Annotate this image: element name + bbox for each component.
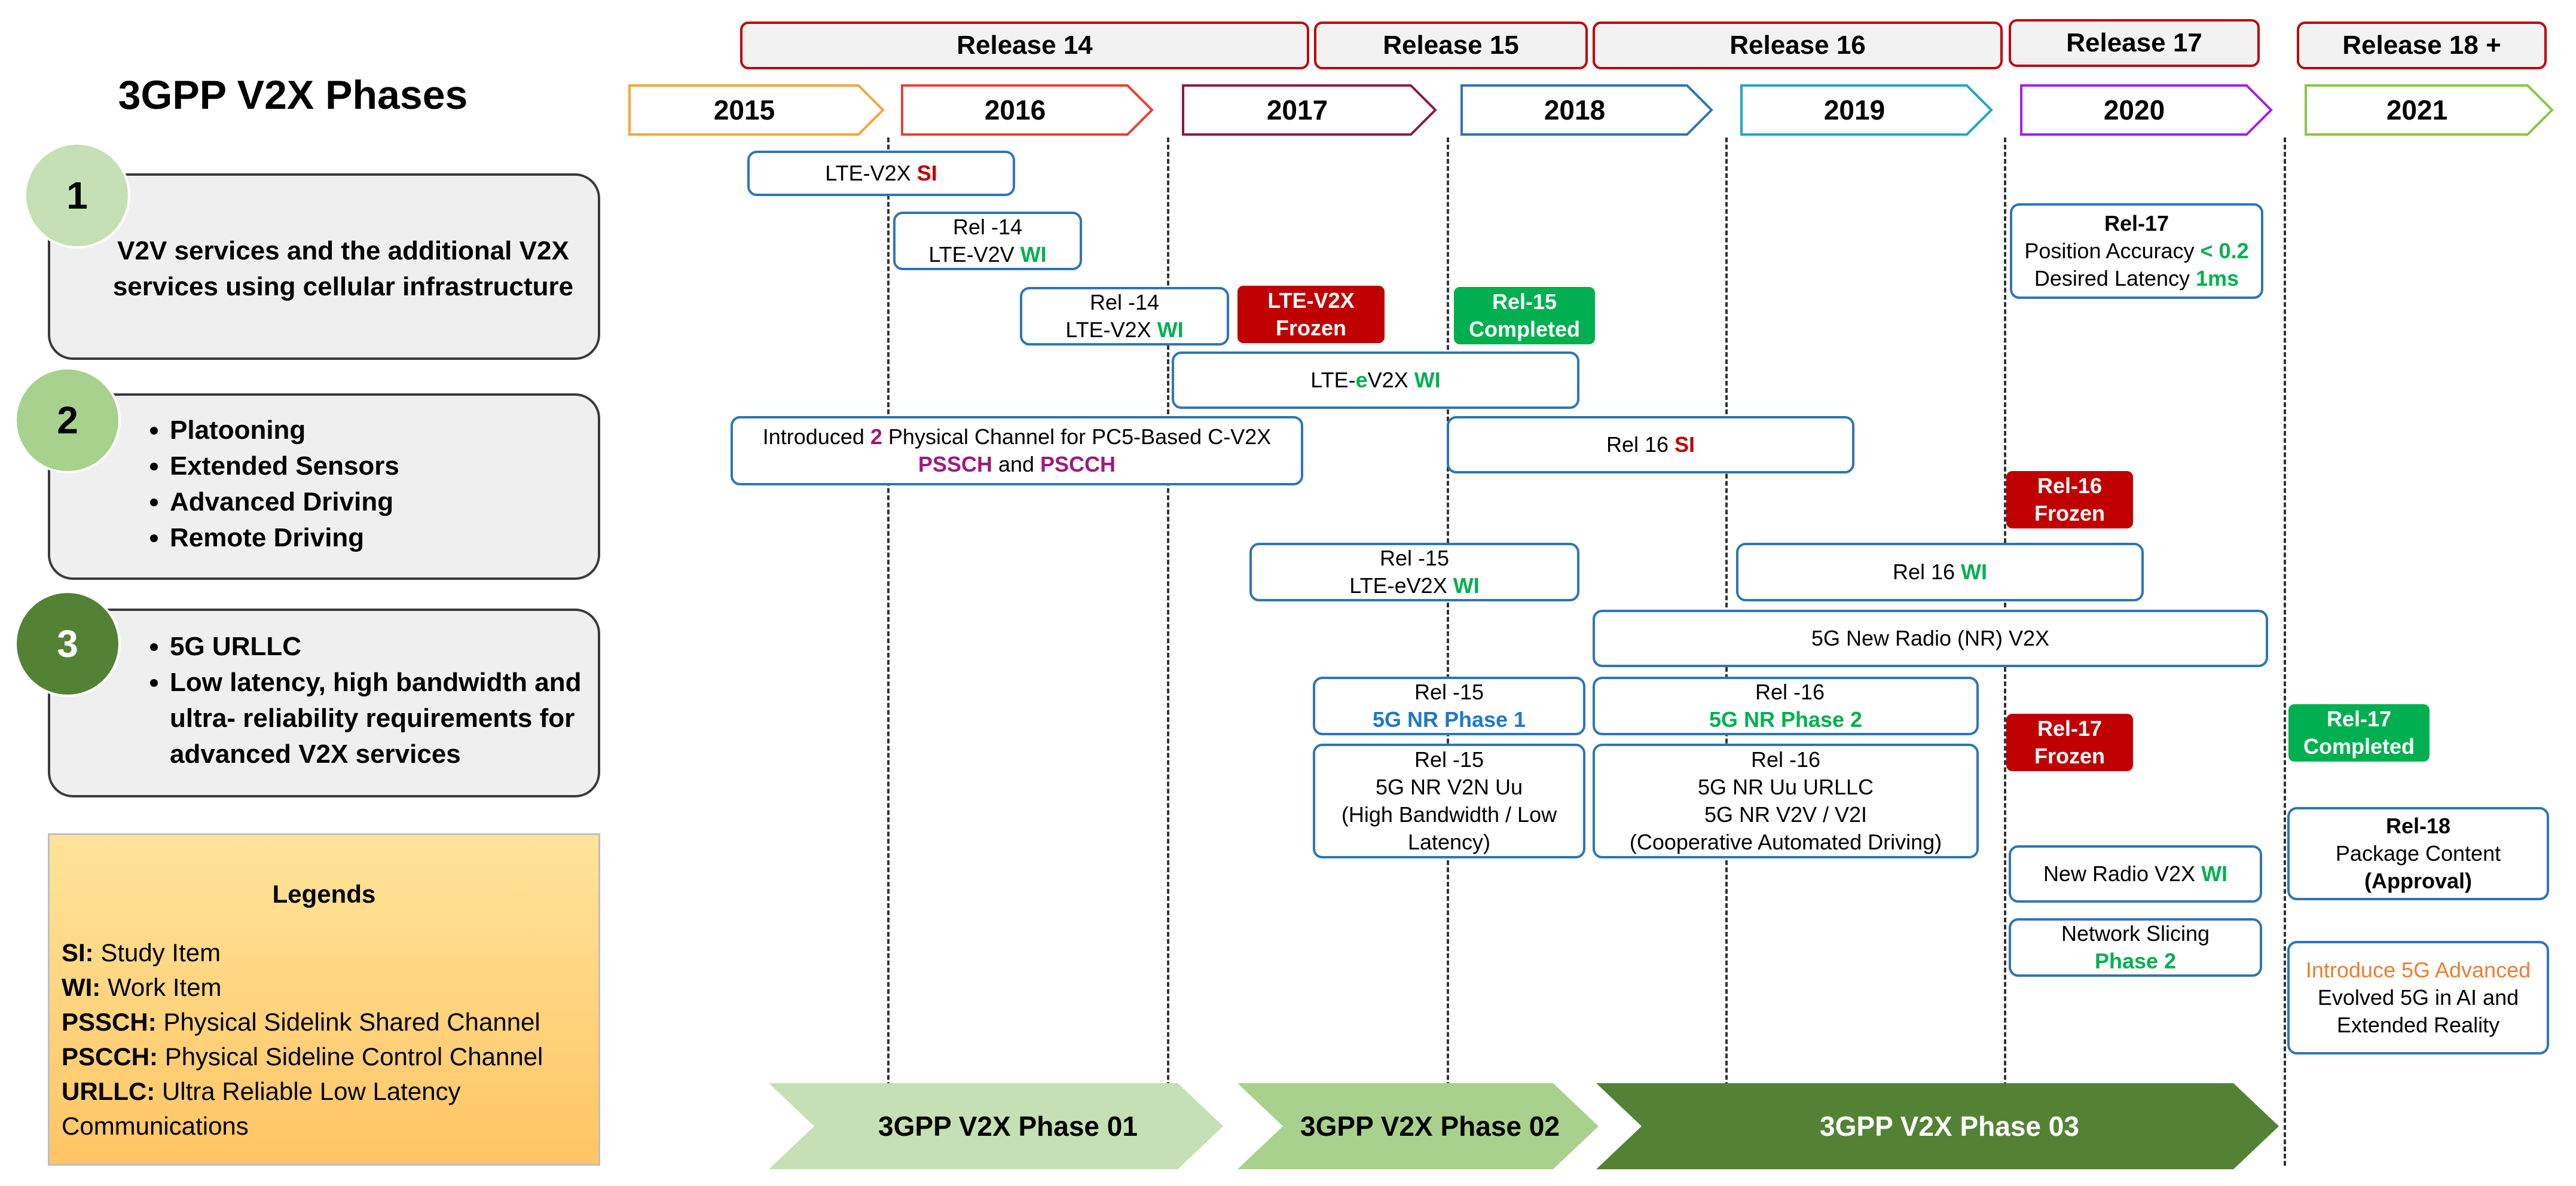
event-rel15-nr-phase1: Rel -15 5G NR Phase 1 [1313, 677, 1585, 735]
phase-2-item: Advanced Driving [170, 484, 399, 520]
legend-entry: PSSCH: Physical Sidelink Shared Channel [62, 1008, 540, 1036]
phase-3-number: 3 [14, 591, 121, 697]
phase-label: 3GPP V2X Phase 01 [878, 1111, 1138, 1142]
arrow-shape [901, 84, 1154, 136]
event-rel15-completed: Rel-15 Completed [1454, 287, 1595, 344]
release-17-header: Release 17 [2009, 19, 2260, 67]
phase-1-number: 1 [24, 142, 130, 249]
event-pc5-physical-channels: Introduced 2 Physical Channel for PC5-Ba… [731, 416, 1303, 485]
year-2019-arrow: 2019 [1740, 84, 1993, 136]
phase-1-box: V2V services and the additional V2X serv… [48, 173, 600, 360]
legend-entry: PSCCH: Physical Sideline Control Channel [62, 1043, 543, 1071]
year-label: 2017 [1266, 94, 1328, 126]
year-2020-arrow: 2020 [2019, 84, 2273, 136]
chevron-shape [1596, 1083, 2279, 1169]
phase-3-item: 5G URLLC [170, 629, 624, 665]
arrow-shape [628, 84, 885, 136]
arrow-shape [1182, 84, 1437, 136]
phase-label: 3GPP V2X Phase 03 [1820, 1111, 2079, 1142]
phase-2-item: Remote Driving [170, 520, 399, 556]
arrow-shape [1460, 84, 1713, 136]
arrow-shape [2305, 84, 2554, 136]
year-label: 2018 [1544, 94, 1606, 126]
year-label: 2019 [1823, 94, 1886, 126]
event-network-slicing-phase2: Network Slicing Phase 2 [2009, 918, 2262, 977]
year-2016-arrow: 2016 [900, 84, 1154, 136]
event-rel17-position-accuracy: Rel-17 Position Accuracy < 0.2 Desired L… [2010, 203, 2263, 299]
phase-2-item: Platooning [170, 412, 399, 448]
event-rel15-lte-ev2x-wi: Rel -15 LTE-eV2X WI [1249, 543, 1579, 601]
year-2021-arrow: 2021 [2304, 84, 2554, 136]
column-divider [887, 137, 890, 1166]
column-divider [1167, 137, 1169, 1166]
chevron-shape [1237, 1083, 1599, 1169]
column-divider [1447, 137, 1449, 1166]
event-rel16-nr-uu-urllc: Rel -16 5G NR Uu URLLC 5G NR V2V / V2I (… [1593, 744, 1979, 858]
phase-1-text: V2V services and the additional V2X serv… [112, 236, 574, 301]
chevron-shape [769, 1083, 1223, 1169]
phase-3-item: Low latency, high bandwidth and ultra- r… [170, 665, 624, 772]
phase-3-box: 5G URLLC Low latency, high bandwidth and… [48, 609, 600, 797]
event-lte-ev2x-wi: LTE-eV2X WI [1172, 351, 1579, 409]
legend-entry: SI: Study Item [62, 939, 221, 967]
event-rel14-lte-v2x-wi: Rel -14 LTE-V2X WI [1020, 287, 1229, 346]
year-2017-arrow: 2017 [1181, 84, 1437, 136]
legend-entry: URLLC: Ultra Reliable Low Latency Commun… [62, 1077, 461, 1140]
year-2015-arrow: 2015 [628, 84, 885, 136]
phase-2-number: 2 [14, 367, 121, 473]
event-5g-advanced: Introduce 5G Advanced Evolved 5G in AI a… [2287, 941, 2549, 1054]
page-title: 3GPP V2X Phases [118, 72, 468, 118]
phase-01-chevron: 3GPP V2X Phase 01 [769, 1083, 1223, 1169]
arrow-shape [1740, 84, 1993, 136]
event-lte-v2x-frozen: LTE-V2X Frozen [1237, 286, 1385, 343]
arrow-shape [2020, 84, 2273, 136]
event-rel16-si: Rel 16 SI [1447, 416, 1854, 473]
event-rel17-frozen: Rel-17 Frozen [2006, 714, 2133, 771]
year-label: 2020 [2103, 94, 2165, 126]
phase-2-box: Platooning Extended Sensors Advanced Dri… [48, 393, 600, 580]
phase-label: 3GPP V2X Phase 02 [1300, 1111, 1560, 1142]
year-label: 2016 [984, 94, 1046, 126]
release-15-header: Release 15 [1314, 22, 1588, 69]
event-rel15-nr-v2n-uu: Rel -15 5G NR V2N Uu (High Bandwidth / L… [1313, 744, 1585, 858]
event-5g-nr-v2x: 5G New Radio (NR) V2X [1593, 610, 2268, 667]
year-label: 2015 [713, 94, 775, 126]
event-rel14-lte-v2v-wi: Rel -14 LTE-V2V WI [893, 212, 1082, 270]
legend-entry: WI: Work Item [62, 973, 222, 1001]
column-divider [2284, 137, 2286, 1166]
release-16-header: Release 16 [1593, 22, 2003, 69]
event-new-radio-v2x-wi: New Radio V2X WI [2009, 845, 2262, 903]
phase-02-chevron: 3GPP V2X Phase 02 [1237, 1083, 1599, 1169]
event-rel16-nr-phase2: Rel -16 5G NR Phase 2 [1593, 677, 1979, 735]
event-lte-v2x-si: LTE-V2X SI [747, 151, 1015, 196]
release-14-header: Release 14 [740, 22, 1309, 69]
event-rel17-completed: Rel-17 Completed [2288, 704, 2430, 762]
legend-box: Legends SI: Study Item WI: Work Item PSS… [48, 833, 600, 1166]
event-rel16-wi: Rel 16 WI [1736, 543, 2144, 601]
year-label: 2021 [2386, 94, 2448, 126]
event-rel16-frozen: Rel-16 Frozen [2006, 471, 2133, 528]
legend-title: Legends [272, 880, 376, 908]
year-2018-arrow: 2018 [1460, 84, 1713, 136]
event-rel18-package-content: Rel-18 Package Content (Approval) [2287, 807, 2549, 900]
phase-2-item: Extended Sensors [170, 448, 399, 484]
phase-03-chevron: 3GPP V2X Phase 03 [1596, 1083, 2279, 1169]
release-18-header: Release 18 + [2297, 22, 2547, 69]
